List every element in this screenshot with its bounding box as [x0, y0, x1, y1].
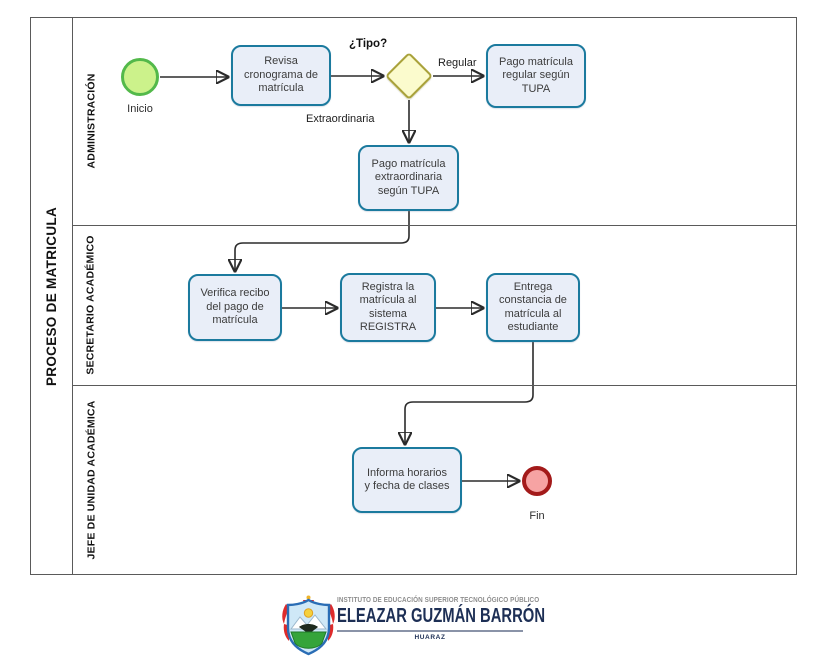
task-registra-line2: matrícula al: [359, 294, 417, 306]
task-verifica-recibo: Verifica recibo del pago de matrícula: [188, 274, 282, 341]
task-entrega-line3: matrícula al: [504, 307, 562, 320]
task-entrega-line2: constancia de: [499, 294, 567, 306]
gateway-tipo-label: ¿Tipo?: [349, 38, 388, 50]
task-registra-sistema: Registra la matrícula al sistema REGISTR…: [340, 273, 436, 342]
pool-title-label: PROCESO DE MATRICULA: [43, 206, 59, 386]
task-verifica-line2: del pago de: [206, 300, 264, 313]
institution-type-label: INSTITUTO DE EDUCACIÓN SUPERIOR TECNOLÓG…: [337, 595, 540, 604]
lane-divider-2: [73, 385, 797, 386]
lane-divider-1: [73, 225, 797, 226]
task-registra-line4: REGISTRA: [359, 321, 417, 333]
edge-label-regular: Regular: [438, 57, 477, 69]
task-entrega-constancia: Entrega constancia de matrícula al estud…: [486, 273, 580, 342]
task-revisa-line3: matrícula: [258, 82, 304, 95]
task-verifica-line3: matrícula: [212, 314, 258, 327]
task-pago-regular: Pago matrícula regular según TUPA: [486, 44, 586, 108]
end-event-label: Fin: [529, 510, 545, 522]
institution-crest-icon: [282, 595, 335, 656]
task-verifica-line1: Verifica recibo: [200, 287, 270, 300]
task-pago-regular-line1: Pago matrícula: [499, 55, 573, 68]
task-informa-line2: y fecha de clases: [364, 480, 450, 492]
task-pago-extra-line2: extraordinaria: [374, 171, 443, 184]
task-registra-line3: sistema: [369, 307, 407, 320]
institution-city-label: HUARAZ: [414, 633, 446, 641]
institution-logo: INSTITUTO DE EDUCACIÓN SUPERIOR TECNOLÓG…: [280, 593, 546, 659]
institution-text-block: INSTITUTO DE EDUCACIÓN SUPERIOR TECNOLÓG…: [337, 595, 546, 641]
lane-jefe-unidad: JEFE DE UNIDAD ACADÉMICA: [74, 385, 108, 575]
pool-border: [30, 17, 797, 575]
task-revisa-line2: cronograma de: [244, 68, 318, 81]
end-event: [522, 466, 552, 496]
institution-name-label: ELEAZAR GUZMÁN BARRÓN: [337, 605, 546, 627]
lane-jefe-unidad-label: JEFE DE UNIDAD ACADÉMICA: [85, 400, 98, 560]
lane-administracion-label: ADMINISTRACIÓN: [85, 73, 97, 169]
task-revisa-line1: Revisa: [264, 55, 298, 68]
lane-administracion: ADMINISTRACIÓN: [74, 17, 108, 225]
start-event: [121, 58, 159, 96]
start-event-label: Inicio: [127, 103, 153, 115]
task-informa-line1: Informa horarios: [366, 466, 448, 479]
task-pago-extraordinaria: Pago matrícula extraordinaria según TUPA: [358, 145, 459, 211]
lane-secretario-academico: SECRETARIO ACADÉMICO: [74, 225, 108, 385]
task-pago-extra-line3: según TUPA: [377, 184, 440, 197]
task-entrega-line1: Entrega: [513, 280, 553, 293]
task-revisa-cronograma: Revisa cronograma de matrícula: [231, 45, 331, 106]
task-pago-regular-line3: TUPA: [521, 82, 551, 95]
edge-label-extraordinaria: Extraordinaria: [306, 113, 375, 125]
pool-title: PROCESO DE MATRICULA: [30, 17, 73, 575]
task-entrega-line4: estudiante: [507, 321, 559, 333]
task-informa-horarios: Informa horarios y fecha de clases: [352, 447, 462, 513]
task-registra-line1: Registra la: [361, 280, 415, 293]
task-pago-regular-line2: regular según: [502, 69, 570, 82]
lane-secretario-label: SECRETARIO ACADÉMICO: [85, 235, 97, 375]
institution-divider: [337, 630, 523, 632]
task-pago-extra-line1: Pago matrícula: [371, 157, 446, 170]
